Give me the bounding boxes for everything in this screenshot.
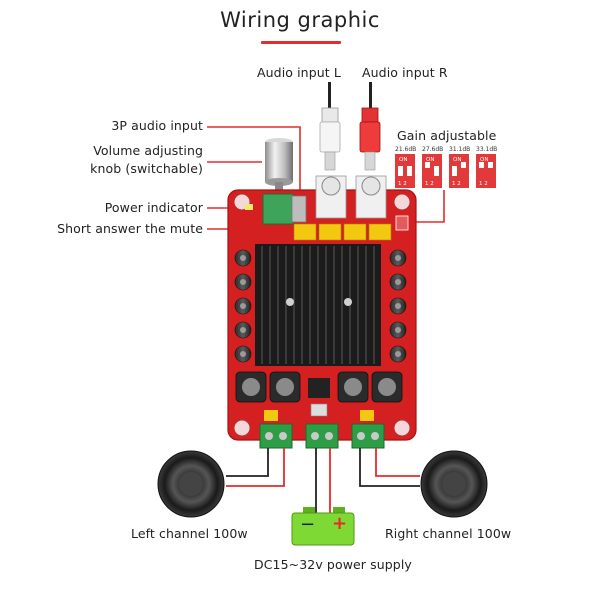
page-title: Wiring graphic <box>220 8 380 32</box>
label-left-channel: Left channel 100w <box>131 526 248 541</box>
label-audio-input-l: Audio input L <box>257 65 341 80</box>
label-volume-knob-line1: Volume adjusting <box>93 143 203 158</box>
title-underline <box>261 41 341 44</box>
rca-left-cable <box>319 82 341 171</box>
label-right-channel: Right channel 100w <box>385 526 512 541</box>
label-3p-audio-input: 3P audio input <box>111 118 203 133</box>
gain-label-1: 21.6dB <box>395 146 416 153</box>
label-volume-knob-line2: knob (switchable) <box>90 161 203 176</box>
leader-gain <box>405 190 445 223</box>
output-wires <box>226 448 420 515</box>
battery-plus-symbol: + <box>332 513 348 534</box>
svg-text:1 2: 1 2 <box>425 181 434 187</box>
gain-label-4: 33.1dB <box>476 146 497 153</box>
svg-text:1 2: 1 2 <box>452 181 461 187</box>
label-power-supply: DC15~32v power supply <box>254 557 412 572</box>
gain-label-3: 31.1dB <box>449 146 470 153</box>
battery-shape <box>291 507 355 546</box>
gain-switch-panel: 21.6dB 27.6dB 31.1dB 33.1dB ON ON ON ON 1 … <box>395 146 497 188</box>
label-power-indicator: Power indicator <box>104 200 203 215</box>
gain-label-2: 27.6dB <box>422 146 443 153</box>
gain-switches: ON ON ON ON 1 2 1 2 1 2 1 2 <box>395 154 496 188</box>
label-short-mute: Short answer the mute <box>57 221 203 236</box>
svg-text:1 2: 1 2 <box>479 181 488 187</box>
left-speaker-shape <box>157 450 225 518</box>
leader-3p-input <box>207 126 301 190</box>
svg-text:ON: ON <box>399 157 407 163</box>
svg-text:ON: ON <box>426 157 434 163</box>
volume-knob-shape <box>265 138 293 196</box>
pcb-board <box>227 175 417 449</box>
battery-minus-symbol: − <box>300 514 316 535</box>
svg-text:1 2: 1 2 <box>398 181 407 187</box>
label-gain-adjustable: Gain adjustable <box>397 128 497 143</box>
right-speaker-shape <box>420 450 488 518</box>
rca-right-cable <box>359 82 381 171</box>
svg-text:ON: ON <box>453 157 461 163</box>
svg-text:ON: ON <box>480 157 488 163</box>
label-audio-input-r: Audio input R <box>362 65 448 80</box>
